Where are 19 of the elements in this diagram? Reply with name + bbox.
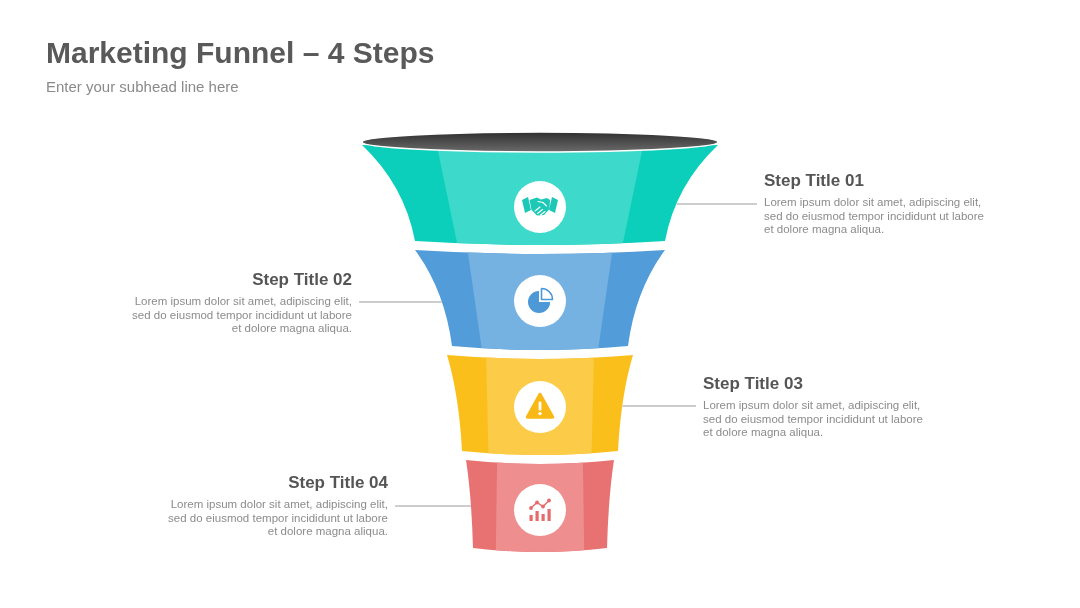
leader-line	[621, 405, 697, 407]
step-title: Step Title 01	[764, 170, 864, 192]
funnel-segment	[466, 460, 614, 552]
funnel-rim	[360, 130, 720, 154]
step-description: Lorem ipsum dolor sit amet, adipiscing elit, sed do eiusmod tempor incididunt ut labore et dolore magna aliqua.	[764, 196, 985, 237]
step-title: Step Title 04	[288, 472, 388, 494]
step-description: Lorem ipsum dolor sit amet, adipiscing elit, sed do eiusmod tempor incididunt ut labore et dolore magna aliqua.	[167, 498, 388, 539]
funnel-segment	[415, 250, 665, 350]
step-title: Step Title 02	[252, 269, 352, 291]
funnel-segment	[447, 355, 633, 455]
step-description: Lorem ipsum dolor sit amet, adipiscing elit, sed do eiusmod tempor incididunt ut labore et dolore magna aliqua.	[131, 295, 352, 336]
funnel-segment	[362, 145, 718, 245]
subtitle: Enter your subhead line here	[46, 78, 239, 96]
step-title: Step Title 03	[703, 373, 803, 395]
step-description: Lorem ipsum dolor sit amet, adipiscing elit, sed do eiusmod tempor incididunt ut labore et dolore magna aliqua.	[703, 399, 924, 440]
title: Marketing Funnel – 4 Steps	[46, 35, 435, 71]
leader-line	[394, 505, 472, 507]
leader-line	[358, 301, 443, 303]
leader-line	[676, 203, 758, 205]
